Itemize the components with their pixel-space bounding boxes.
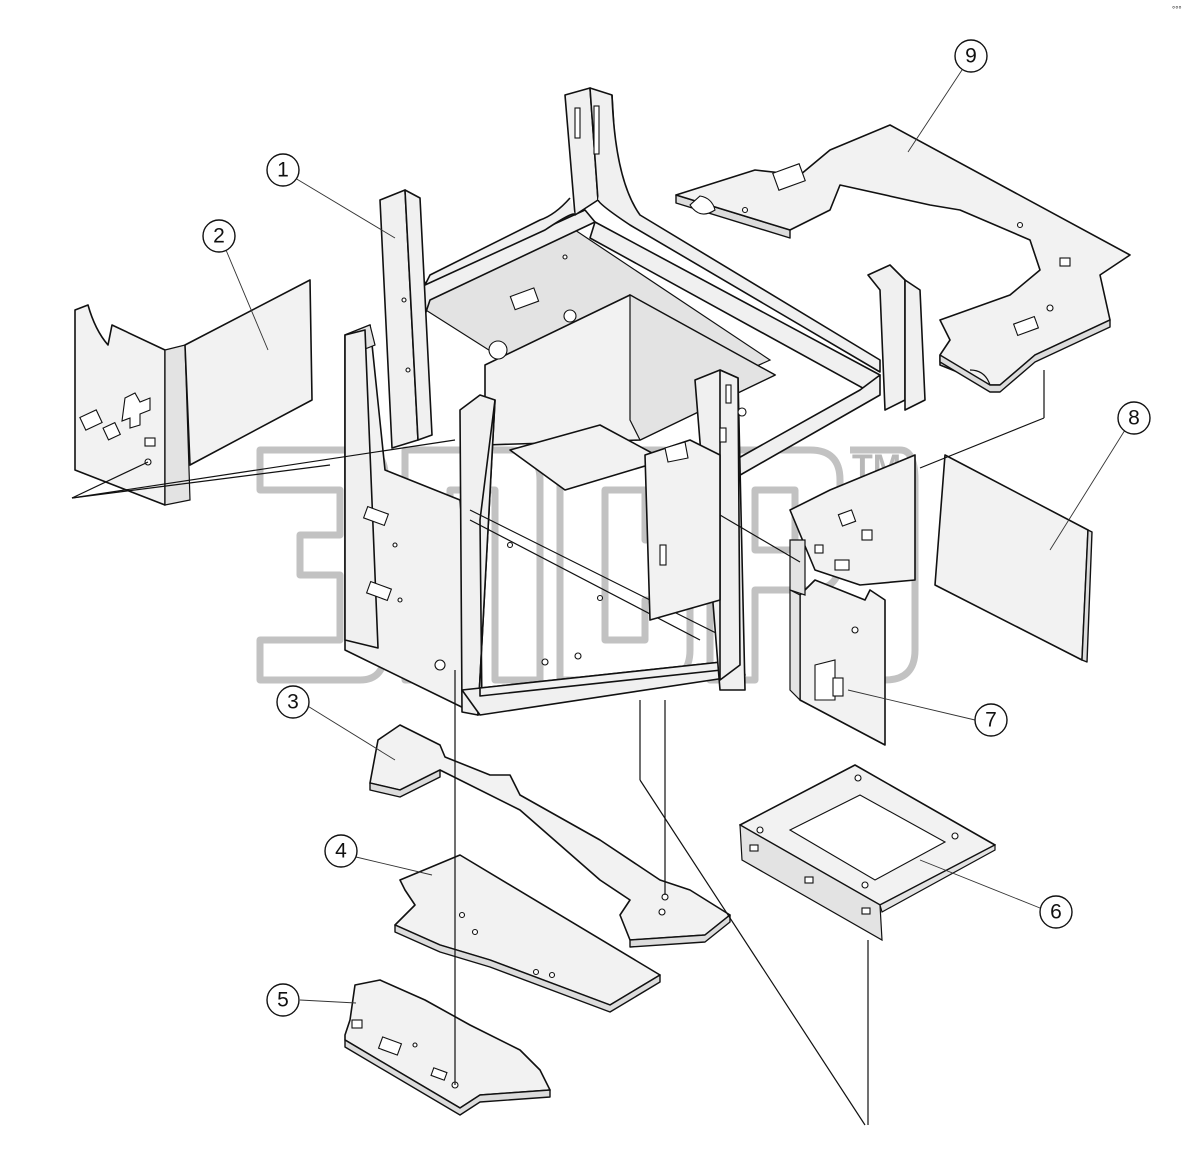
callout-5-label: 5 (277, 989, 289, 1012)
part-1-cab-frame (344, 87, 926, 716)
callout-3: 3 (276, 685, 310, 719)
part-5-small-plate (344, 979, 551, 1116)
part-3-floor-strip (369, 724, 731, 948)
callout-6-label: 6 (1050, 901, 1062, 924)
callout-8-label: 8 (1128, 407, 1140, 430)
callout-7-label: 7 (985, 709, 997, 732)
callout-9: 9 (954, 39, 988, 73)
callout-3-label: 3 (287, 691, 299, 714)
callout-4: 4 (324, 834, 358, 868)
part-7-side-panel (789, 454, 916, 746)
part-6-bracket (739, 764, 996, 942)
callout-7: 7 (974, 703, 1008, 737)
callout-1: 1 (266, 153, 300, 187)
callout-9-label: 9 (965, 45, 977, 68)
callout-5: 5 (266, 983, 300, 1017)
part-9-top-plate (675, 124, 1131, 393)
part-2-side-panel (74, 279, 313, 506)
callout-6: 6 (1039, 895, 1073, 929)
callout-1-label: 1 (277, 159, 289, 182)
part-4-floor-plate (394, 854, 661, 1013)
callout-4-label: 4 (335, 840, 347, 863)
part-8-rear-panel (934, 454, 1093, 663)
leader-lines (71, 69, 1126, 1126)
callout-2-label: 2 (213, 225, 225, 248)
corner-mark: °°° (1172, 5, 1182, 14)
callout-8: 8 (1117, 401, 1151, 435)
callout-2: 2 (202, 219, 236, 253)
